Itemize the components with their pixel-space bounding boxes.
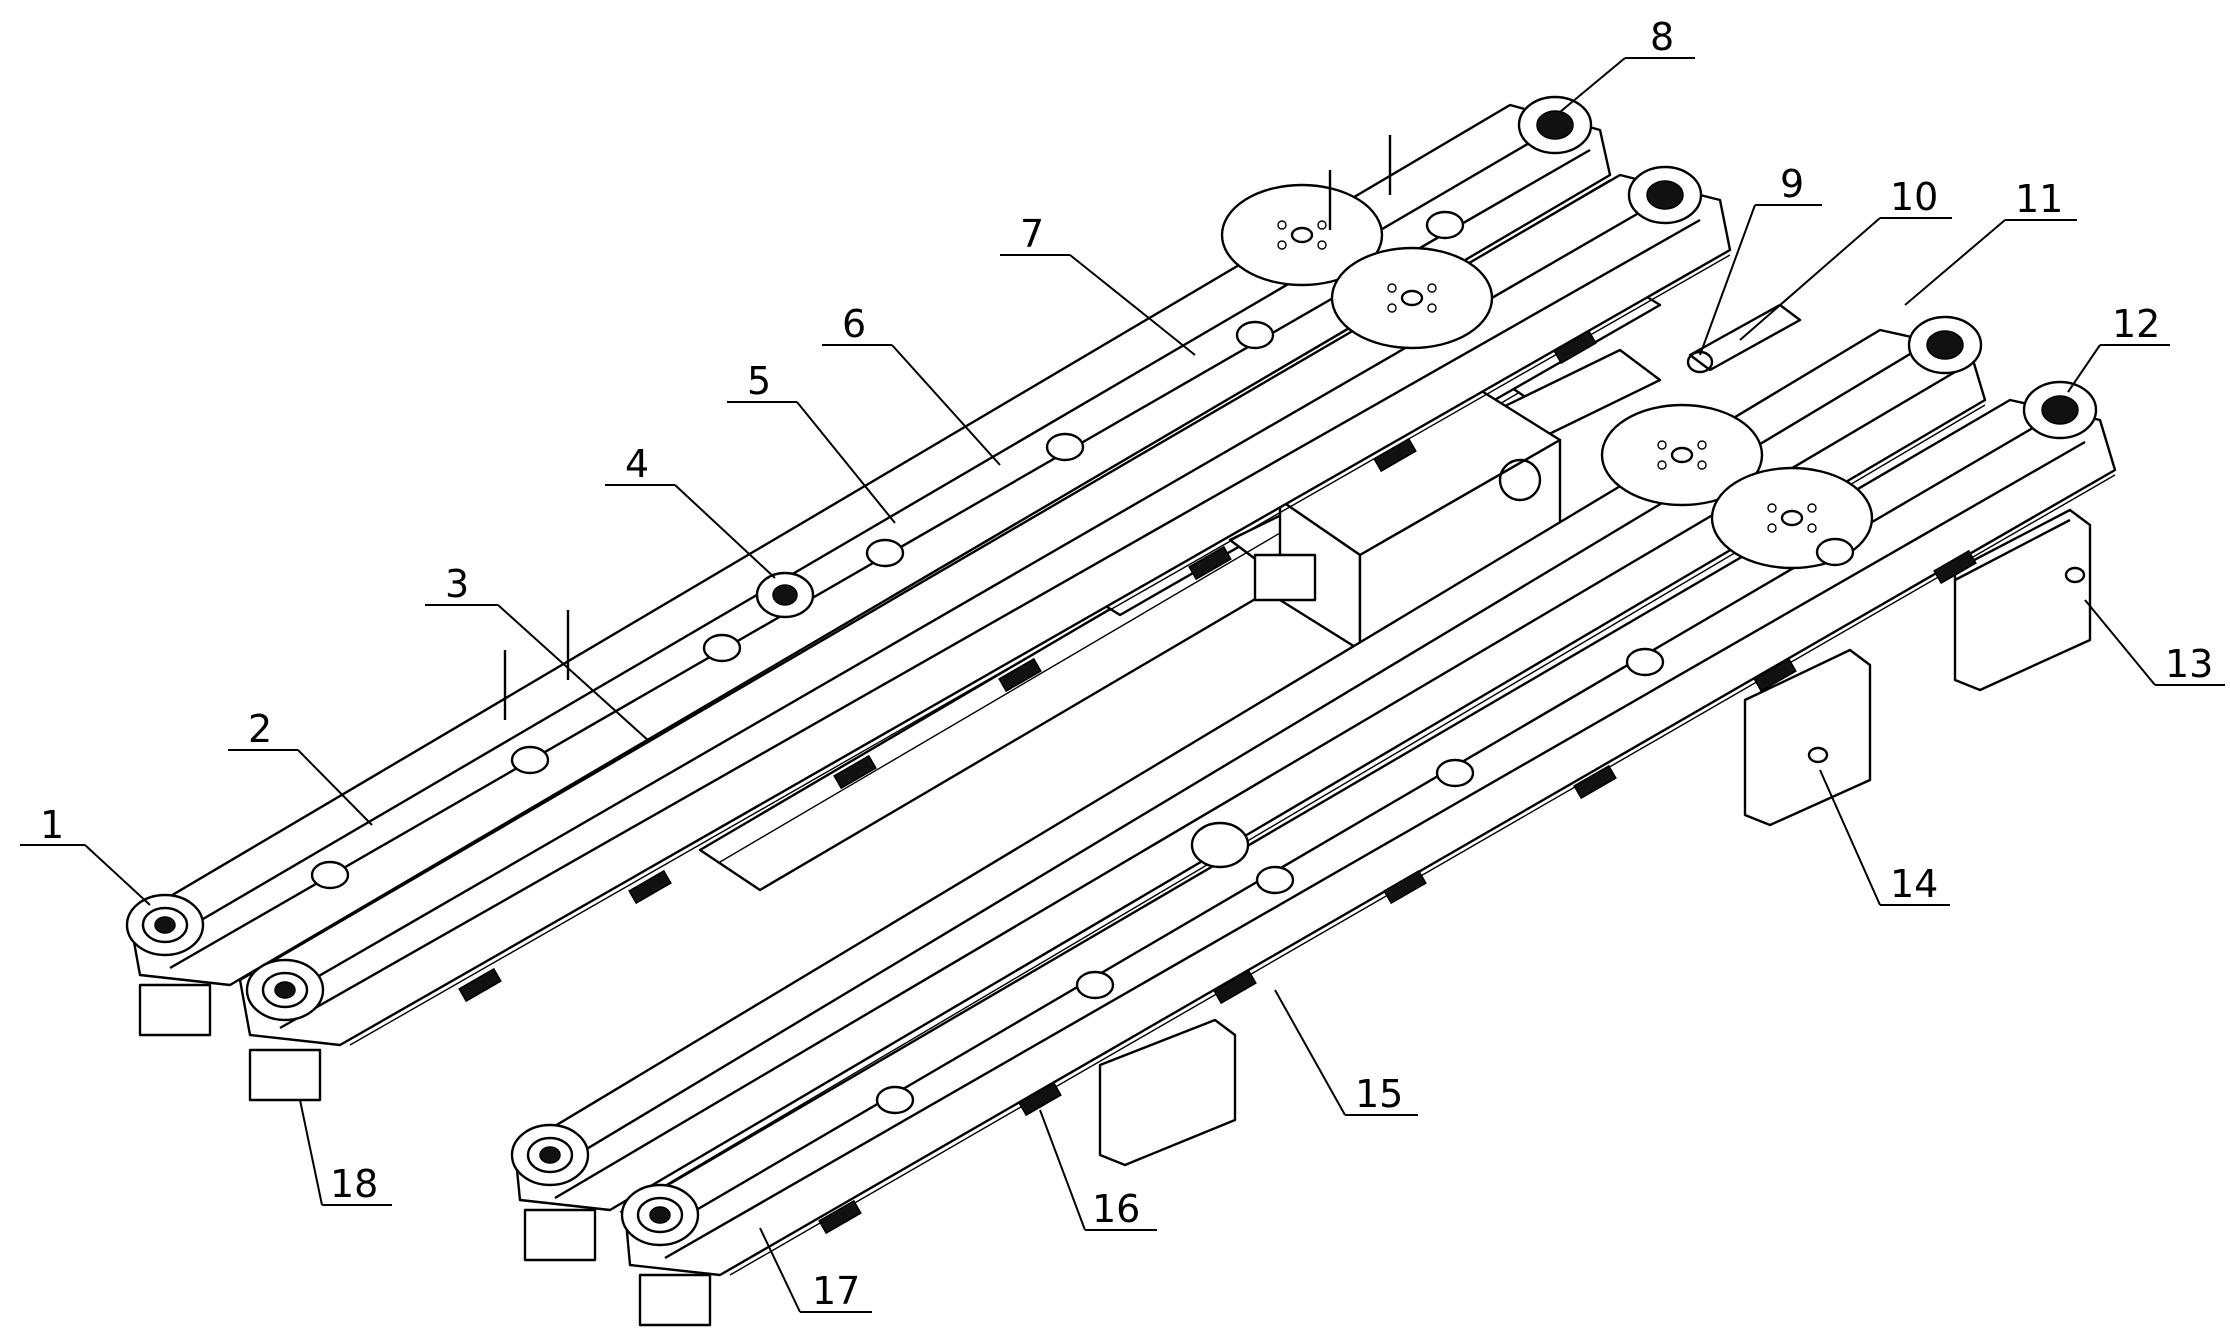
disc-2	[1330, 246, 1494, 350]
label-16: 16	[1092, 1187, 1140, 1231]
label-15: 15	[1355, 1072, 1403, 1116]
conveyor-right-outer	[513, 328, 1987, 1213]
label-1: 1	[40, 803, 64, 847]
callout-16: 16	[1039, 1109, 1157, 1231]
label-5: 5	[747, 359, 771, 403]
pulley-front-4	[620, 1183, 700, 1247]
springs	[458, 329, 1977, 1235]
callout-1: 1	[20, 803, 151, 906]
label-17: 17	[812, 1269, 860, 1313]
label-8: 8	[1650, 15, 1674, 59]
label-13: 13	[2165, 642, 2213, 686]
callout-13: 13	[2084, 599, 2225, 686]
feet	[138, 983, 712, 1327]
callout-6: 6	[822, 302, 1001, 466]
pulley-front-2	[245, 958, 325, 1022]
label-9: 9	[1780, 162, 1804, 206]
callout-10: 10	[1739, 175, 1952, 341]
callout-11: 11	[1904, 177, 2077, 306]
label-12: 12	[2112, 302, 2160, 346]
callout-17: 17	[759, 1227, 872, 1313]
callout-18: 18	[299, 1099, 392, 1206]
callout-3: 3	[425, 562, 651, 743]
callout-5: 5	[727, 359, 896, 524]
label-11: 11	[2015, 177, 2063, 221]
label-14: 14	[1890, 862, 1938, 906]
label-18: 18	[330, 1162, 378, 1206]
disc-1	[1220, 183, 1384, 287]
drive-motor	[1253, 388, 1562, 652]
pulley-front-1	[125, 893, 205, 957]
label-3: 3	[445, 562, 469, 606]
label-10: 10	[1890, 175, 1938, 219]
pulley-front-3	[510, 1123, 590, 1187]
pulley-rear-inner	[1627, 165, 1703, 225]
callout-4: 4	[605, 442, 776, 579]
label-2: 2	[248, 707, 272, 751]
callout-2: 2	[228, 707, 373, 826]
label-7: 7	[1020, 212, 1044, 256]
label-4: 4	[625, 442, 649, 486]
callout-7: 7	[1000, 212, 1196, 356]
label-6: 6	[842, 302, 866, 346]
disc-3	[1600, 403, 1764, 507]
callout-8: 8	[1559, 15, 1695, 113]
bracket-13	[1953, 508, 2092, 692]
callout-9: 9	[1699, 162, 1822, 356]
callout-12: 12	[2067, 302, 2170, 393]
bracket-lower-center	[1098, 1018, 1237, 1167]
pulley-rear-11	[1907, 315, 1983, 375]
pulley-rear-8	[1517, 95, 1593, 155]
rollers	[310, 210, 1855, 1115]
callout-14: 14	[1819, 769, 1950, 906]
bracket-14	[1743, 648, 1872, 827]
pulley-rear-12	[2022, 380, 2098, 440]
callout-15: 15	[1274, 989, 1418, 1116]
drive-shaft	[1686, 303, 1802, 374]
